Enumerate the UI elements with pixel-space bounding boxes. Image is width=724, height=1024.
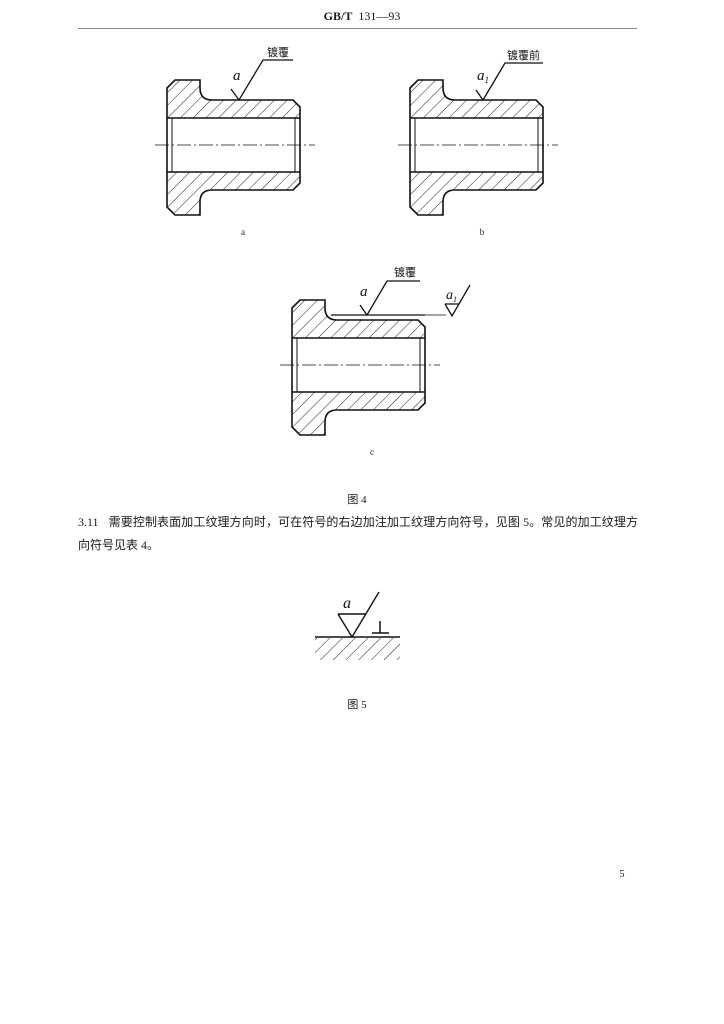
figure-5: a [315,591,400,660]
roughness-symbol-leader [230,59,293,102]
roughness-callout-b: a1 镀覆前 [475,48,543,102]
pre-coating-symbol-text: a1 [446,288,457,304]
header-rule [78,28,637,29]
roughness-symbol-text: a1 [477,68,489,85]
figure-4a-caption: a [241,227,245,237]
roughness-triangle-symbol [444,284,471,318]
section-number: 3.11 [78,515,99,529]
figure-4a: a 镀覆 [155,45,315,216]
roughness-triangle-symbol [337,591,380,639]
part-outline [166,79,301,216]
hatched-section-lower [292,392,425,435]
figure-4c: a 镀覆 a1 [280,265,471,436]
texture-direction-perpendicular-icon [372,621,389,634]
hatched-section-upper [292,300,425,338]
hatched-section-upper [410,80,543,118]
standard-number: 131—93 [358,9,401,23]
part-outline [409,79,544,216]
hatched-section-lower [167,172,300,215]
section-text: 需要控制表面加工纹理方向时，可在符号的右边加注加工纹理方向符号，见图 5。常见的… [78,515,638,552]
coating-label: 镀覆 [267,45,289,59]
standard-prefix: GB/T [323,9,353,23]
roughness-symbol-text: a [343,595,351,612]
page-number: 5 [619,869,625,880]
page-header: GB/T 131—93 [0,9,724,23]
hatched-section-upper [167,80,300,118]
figure-4c-caption: c [370,447,374,457]
figure-4b-caption: b [479,227,485,237]
figure-4-caption: 图 4 [347,494,367,506]
roughness-symbol-leader [359,280,420,317]
roughness-symbol-text: a [360,284,368,300]
surface-hatching [315,638,400,660]
roughness-callout-c: a 镀覆 [359,265,420,317]
roughness-symbol-text: a [233,68,241,84]
part-outline [291,299,426,436]
roughness-symbol-leader [475,62,543,102]
figure-4b: a1 镀覆前 [398,48,558,216]
figure-5-caption: 图 5 [347,699,367,711]
coating-label: 镀覆前 [507,48,540,62]
coating-label: 镀覆 [394,265,416,279]
pre-coating-roughness-symbol: a1 [444,284,471,318]
roughness-callout-a: a 镀覆 [230,45,293,102]
hatched-section-lower [410,172,543,215]
